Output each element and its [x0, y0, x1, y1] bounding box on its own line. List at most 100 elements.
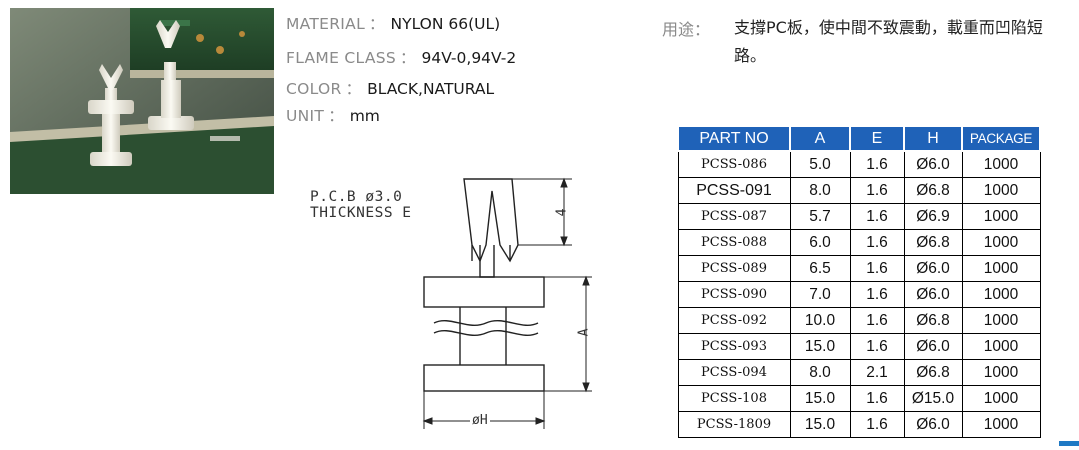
spec-label: FLAME CLASS	[286, 49, 396, 67]
cell-e: 1.6	[849, 307, 905, 334]
pcb-label: P.C.B ø3.0	[310, 189, 403, 205]
cell-e: 1.6	[849, 255, 905, 282]
cell-package: 1000	[961, 281, 1041, 308]
cell-a: 15.0	[789, 333, 851, 360]
cell-part-no: PCSS-089	[677, 255, 791, 282]
cell-package: 1000	[961, 255, 1041, 282]
cell-a: 8.0	[789, 359, 851, 386]
spec-separator: ：	[400, 49, 416, 67]
header-package: PACKAGE	[961, 125, 1041, 152]
dim-h-label: øH	[470, 413, 490, 428]
cell-package: 1000	[961, 307, 1041, 334]
cell-package: 1000	[961, 229, 1041, 256]
table-row: PCSS-088 6.0 1.6 Ø6.8 1000	[677, 229, 1041, 256]
cell-part-no: PCSS-087	[677, 203, 791, 230]
table-row: PCSS-1809 15.0 1.6 Ø6.0 1000	[677, 411, 1041, 438]
cell-e: 1.6	[849, 203, 905, 230]
cell-a: 6.0	[789, 229, 851, 256]
cell-part-no: PCSS-093	[677, 333, 791, 360]
cell-h: Ø6.0	[903, 255, 963, 282]
cell-a: 7.0	[789, 281, 851, 308]
cell-e: 2.1	[849, 359, 905, 386]
cell-a: 15.0	[789, 385, 851, 412]
cell-h: Ø6.8	[903, 177, 963, 204]
table-row: PCSS-108 15.0 1.6 Ø15.0 1000	[677, 385, 1041, 412]
table-row: PCSS-086 5.0 1.6 Ø6.0 1000	[677, 150, 1041, 178]
cell-h: Ø6.8	[903, 229, 963, 256]
cell-package: 1000	[961, 333, 1041, 360]
dim-height-label: 4	[554, 208, 570, 217]
spec-value: BLACK,NATURAL	[367, 80, 495, 98]
cell-part-no: PCSS-090	[677, 281, 791, 308]
table-row: PCSS-094 8.0 2.1 Ø6.8 1000	[677, 359, 1041, 386]
top-flange	[423, 276, 545, 308]
cell-package: 1000	[961, 150, 1041, 178]
cell-package: 1000	[961, 411, 1041, 438]
cell-a: 8.0	[789, 177, 851, 204]
cell-e: 1.6	[849, 177, 905, 204]
cell-part-no: PCSS-086	[677, 150, 791, 178]
cell-part-no: PCSS-092	[677, 307, 791, 334]
corner-accent-mark	[1059, 441, 1079, 446]
cell-h: Ø15.0	[903, 385, 963, 412]
cell-a: 5.0	[789, 150, 851, 178]
usage-label: 用途：	[662, 20, 711, 39]
cell-h: Ø6.0	[903, 281, 963, 308]
spec-unit: UNIT： mm	[286, 104, 380, 126]
cell-h: Ø6.0	[903, 333, 963, 360]
cell-a: 6.5	[789, 255, 851, 282]
cell-e: 1.6	[849, 385, 905, 412]
table-row: PCSS-089 6.5 1.6 Ø6.0 1000	[677, 255, 1041, 282]
cell-part-no: PCSS-1809	[677, 411, 791, 438]
technical-drawing: P.C.B ø3.0 THICKNESS E	[300, 165, 620, 450]
spec-flame-class: FLAME CLASS： 94V-0,94V-2	[286, 46, 516, 68]
cell-h: Ø6.9	[903, 203, 963, 230]
snap-head-outline	[463, 178, 519, 263]
spec-label: UNIT	[286, 107, 325, 125]
spec-separator: ：	[345, 80, 362, 98]
spec-value: 94V-0,94V-2	[421, 49, 517, 67]
cell-e: 1.6	[849, 333, 905, 360]
cell-package: 1000	[961, 203, 1041, 230]
cell-e: 1.6	[849, 281, 905, 308]
table-row: PCSS-092 10.0 1.6 Ø6.8 1000	[677, 307, 1041, 334]
cell-part-no: PCSS-094	[677, 359, 791, 386]
cell-h: Ø6.8	[903, 359, 963, 386]
cell-h: Ø6.0	[903, 150, 963, 178]
cell-package: 1000	[961, 177, 1041, 204]
cell-h: Ø6.0	[903, 411, 963, 438]
header-part-no: PART NO	[677, 125, 791, 152]
table-header-row: PART NO A E H PACKAGE	[677, 125, 1041, 152]
spec-value: mm	[349, 107, 380, 125]
cell-package: 1000	[961, 385, 1041, 412]
spec-color: COLOR： BLACK,NATURAL	[286, 77, 494, 99]
spec-table: PART NO A E H PACKAGE PCSS-086 5.0 1.6 Ø…	[677, 125, 1041, 438]
table-row: PCSS-090 7.0 1.6 Ø6.0 1000	[677, 281, 1041, 308]
spec-material: MATERIAL：NYLON 66(UL)	[286, 12, 500, 34]
cell-e: 1.6	[849, 150, 905, 178]
thickness-label: THICKNESS E	[310, 205, 412, 221]
header-h: H	[903, 125, 963, 152]
spec-label: COLOR	[286, 80, 342, 98]
cell-e: 1.6	[849, 411, 905, 438]
cell-package: 1000	[961, 359, 1041, 386]
spec-separator: ：	[328, 107, 344, 125]
table-row: PCSS-087 5.7 1.6 Ø6.9 1000	[677, 203, 1041, 230]
product-photo	[10, 8, 274, 194]
cell-part-no: PCSS-108	[677, 385, 791, 412]
header-a: A	[789, 125, 851, 152]
table-row: PCSS-091 8.0 1.6 Ø6.8 1000	[677, 177, 1041, 204]
spec-value: NYLON 66(UL)	[390, 15, 501, 33]
cell-a: 5.7	[789, 203, 851, 230]
cell-a: 15.0	[789, 411, 851, 438]
dim-a-label: A	[576, 328, 592, 337]
cell-part-no: PCSS-091	[677, 177, 791, 204]
bottom-flange	[423, 364, 545, 392]
usage-text: 支撐PC板，使中間不致震動，載重而凹陷短路。	[734, 18, 1043, 65]
standoff-drawing-svg	[422, 177, 592, 429]
spec-label: MATERIAL	[286, 15, 366, 33]
table-row: PCSS-093 15.0 1.6 Ø6.0 1000	[677, 333, 1041, 360]
cell-part-no: PCSS-088	[677, 229, 791, 256]
cell-h: Ø6.8	[903, 307, 963, 334]
cell-e: 1.6	[849, 229, 905, 256]
